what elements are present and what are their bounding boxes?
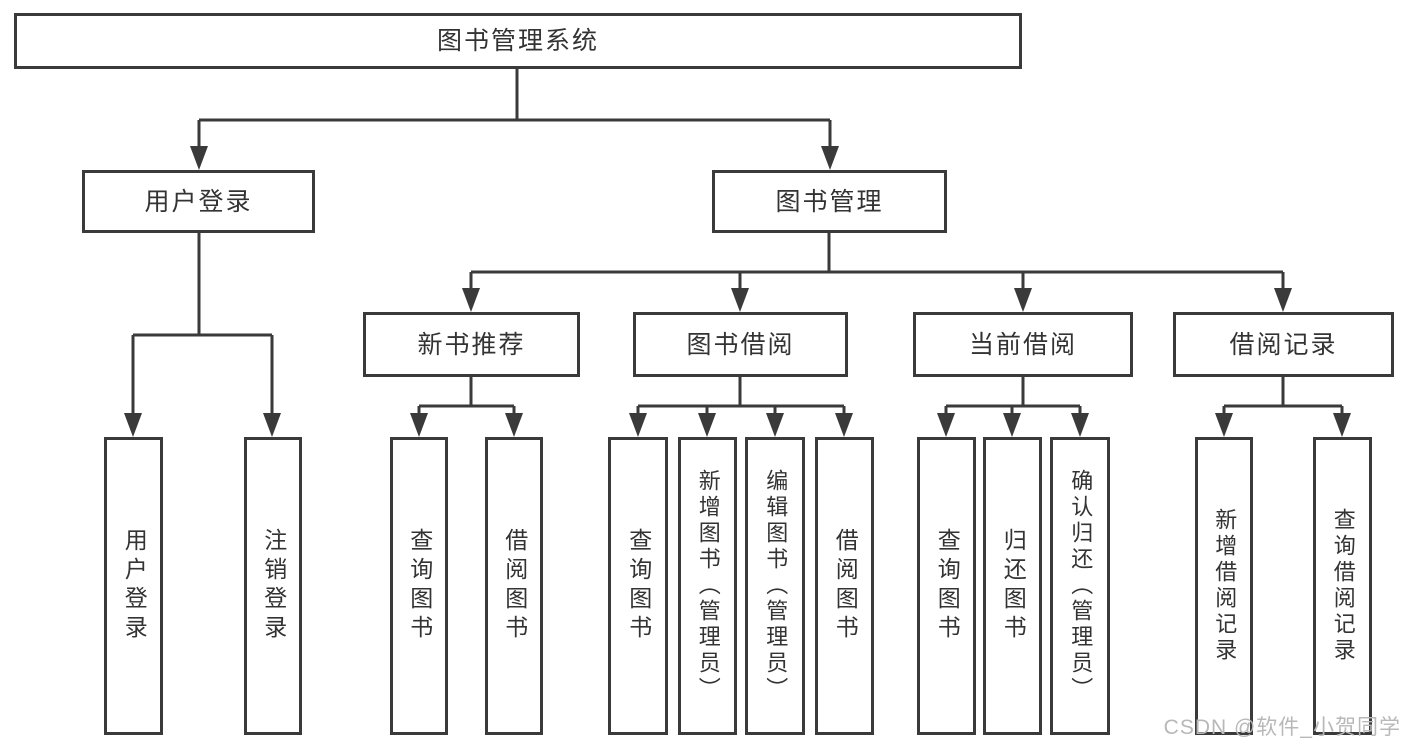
node-borrow-records: 借阅记录 xyxy=(1173,312,1394,377)
node-leaf-borrow-books-1: 借阅图书 xyxy=(485,437,543,735)
connector-user-login xyxy=(131,233,274,417)
node-leaf-query-books-3: 查询图书 xyxy=(917,437,976,735)
node-leaf-borrow-books-2: 借阅图书 xyxy=(815,437,874,735)
arrowheads xyxy=(124,146,1351,437)
node-leaf-query-books-2: 查询图书 xyxy=(608,437,668,735)
connector-borrow-records xyxy=(1222,377,1344,419)
node-leaf-user-login: 用户登录 xyxy=(104,437,163,735)
node-user-login: 用户登录 xyxy=(82,170,315,233)
node-leaf-add-books-admin: 新增图书（管理员） xyxy=(678,437,737,735)
node-leaf-query-books-1: 查询图书 xyxy=(390,437,448,735)
node-book-borrow: 图书借阅 xyxy=(633,312,848,377)
connector-new-book-recommend xyxy=(417,377,516,419)
connector-book-management xyxy=(469,233,1285,294)
node-book-management: 图书管理 xyxy=(712,170,947,233)
connector-root xyxy=(197,69,832,150)
node-leaf-confirm-return-admin: 确认归还（管理员） xyxy=(1050,437,1110,735)
node-leaf-logout: 注销登录 xyxy=(244,437,302,735)
connector-current-borrow xyxy=(944,377,1082,419)
node-current-borrow: 当前借阅 xyxy=(913,312,1133,377)
node-leaf-query-borrow-record: 查询借阅记录 xyxy=(1313,437,1372,735)
node-new-book-recommend: 新书推荐 xyxy=(363,312,580,377)
node-leaf-edit-books-admin: 编辑图书（管理员） xyxy=(745,437,805,735)
node-root-library-system: 图书管理系统 xyxy=(14,13,1022,69)
node-leaf-add-borrow-record: 新增借阅记录 xyxy=(1195,437,1253,735)
connector-book-borrow xyxy=(636,377,846,419)
node-leaf-return-books: 归还图书 xyxy=(983,437,1042,735)
csdn-watermark: CSDN @软件_小贺同学 xyxy=(1163,716,1401,739)
